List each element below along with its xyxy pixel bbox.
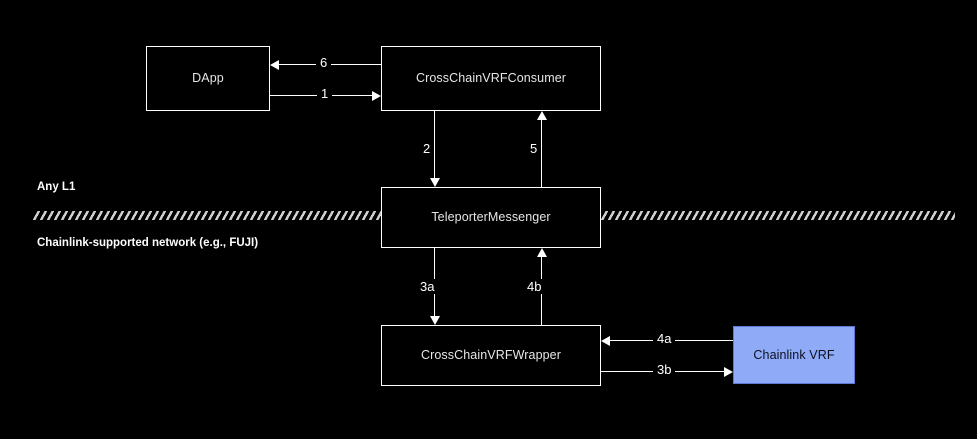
edge-3b-arrowhead	[724, 366, 733, 377]
edge-6-label: 6	[316, 55, 332, 70]
node-crosschainvrfwrapper[interactable]: CrossChainVRFWrapper	[381, 325, 601, 386]
edge-5-arrowhead	[536, 111, 547, 120]
node-dapp[interactable]: DApp	[146, 46, 270, 111]
edge-4a-arrowhead	[601, 335, 610, 346]
edge-4a-label: 4a	[653, 331, 676, 346]
edge-3a-arrowhead	[429, 316, 440, 325]
node-chainlink-vrf[interactable]: Chainlink VRF	[733, 326, 855, 384]
edge-4b-label: 4b	[523, 279, 546, 294]
edge-5-label: 5	[526, 141, 542, 156]
node-crosschainvrfconsumer[interactable]: CrossChainVRFConsumer	[381, 46, 601, 111]
network-boundary-line-left	[33, 211, 382, 220]
edge-2-label: 2	[419, 141, 435, 156]
edge-6-arrowhead	[270, 59, 279, 70]
node-teleportermessenger[interactable]: TeleporterMessenger	[381, 187, 601, 248]
edge-1-arrowhead	[372, 90, 381, 101]
edge-4b-arrowhead	[536, 248, 547, 257]
edge-1-label: 1	[317, 86, 333, 101]
edge-3a-label: 3a	[416, 279, 439, 294]
region-label-any-l1: Any L1	[37, 181, 76, 193]
edge-2-line	[434, 111, 435, 178]
edge-3b-label: 3b	[653, 362, 676, 377]
region-label-chainlink-network: Chainlink-supported network (e.g., FUJI)	[37, 237, 259, 249]
edge-2-arrowhead	[429, 178, 440, 187]
edge-5-line	[541, 120, 542, 187]
network-boundary-line-right	[601, 211, 955, 220]
